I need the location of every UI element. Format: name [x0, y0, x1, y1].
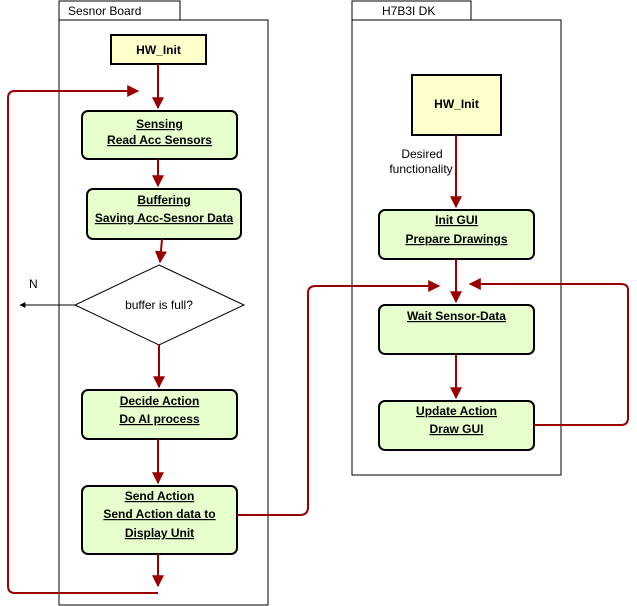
lane-h7b3i-dk-tab — [351, 0, 472, 21]
decision-label: buffer is full? — [125, 298, 193, 312]
lane-h7b3i-dk-title: H7B3I DK — [382, 4, 435, 18]
buffering-title: Buffering — [137, 193, 190, 207]
sensing-box — [81, 110, 238, 160]
decide-action-subtitle: Do AI process — [119, 412, 200, 426]
decide-action-box — [81, 389, 238, 440]
node-sensing: Sensing Read Acc Sensors — [81, 110, 238, 160]
node-display-hw-init: HW_Init — [411, 74, 502, 136]
decision-no-label: N — [29, 277, 38, 291]
node-init-gui: Init GUI Prepare Drawings — [378, 209, 535, 260]
update-action-title: Update Action — [416, 404, 497, 418]
node-decide-action: Decide Action Do AI process — [81, 389, 238, 440]
lane-sensor-board-tab — [58, 0, 181, 21]
edge-buffering-to-decision — [154, 238, 167, 264]
send-action-title: Send Action — [125, 489, 195, 503]
edge-loop-back-to-sensing — [7, 85, 158, 594]
send-action-line2: Send Action data to — [103, 507, 215, 521]
node-decision-buffer-full: buffer is full? — [73, 264, 246, 346]
node-send-action: Send Action Send Action data to Display … — [81, 485, 238, 555]
decide-action-title: Decide Action — [120, 394, 200, 408]
init-gui-title: Init GUI — [435, 213, 478, 227]
send-action-box — [81, 485, 238, 555]
edge-send-to-display — [237, 280, 441, 516]
buffering-box — [86, 188, 242, 240]
sensor-hw-init-label: HW_Init — [136, 43, 181, 57]
display-hw-init-box — [411, 74, 502, 136]
desired-label-line2: functionality — [389, 162, 452, 176]
node-sensor-hw-init: HW_Init — [110, 34, 207, 65]
sensing-title: Sensing — [136, 117, 183, 131]
display-hw-init-label: HW_Init — [434, 97, 479, 111]
send-action-line3: Display Unit — [125, 526, 194, 540]
sensing-subtitle: Read Acc Sensors — [107, 133, 212, 147]
lane-sensor-board-title: Sesnor Board — [68, 4, 141, 18]
node-buffering: Buffering Saving Acc-Sesnor Data — [86, 188, 242, 240]
desired-label-line1: Desired — [401, 147, 442, 161]
buffering-subtitle: Saving Acc-Sesnor Data — [95, 211, 234, 225]
sensor-hw-init-box — [110, 34, 207, 65]
node-wait-sensor-data: Wait Sensor-Data — [378, 304, 535, 355]
node-update-action: Update Action Draw GUI — [378, 400, 535, 451]
edge-update-loop-back — [468, 278, 629, 426]
init-gui-subtitle: Prepare Drawings — [405, 232, 507, 246]
wait-sensor-label: Wait Sensor-Data — [407, 309, 506, 323]
update-action-subtitle: Draw GUI — [429, 422, 483, 436]
